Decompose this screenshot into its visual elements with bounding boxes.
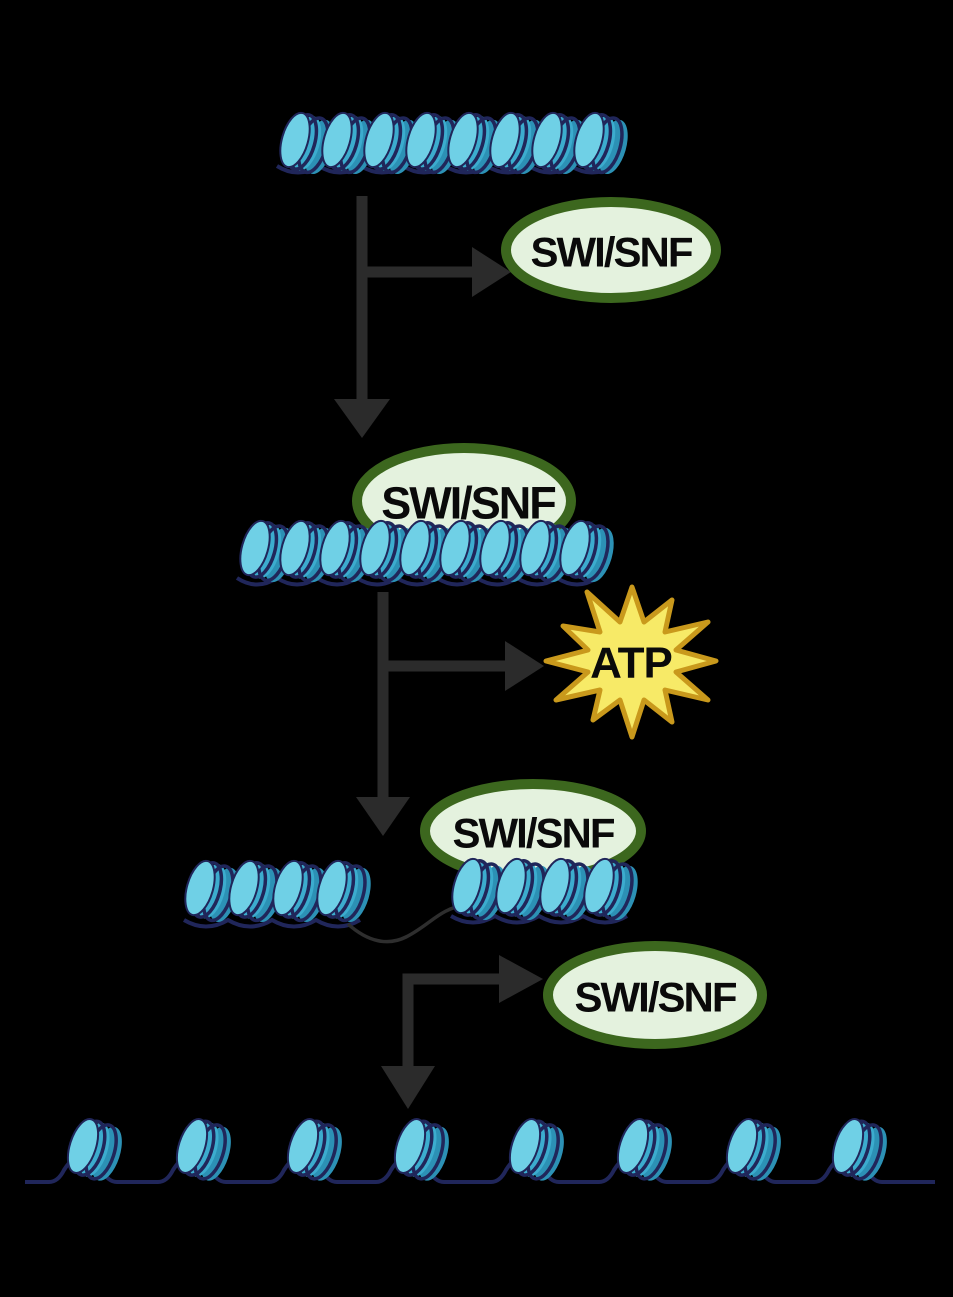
- enzyme-ellipse: [543, 941, 767, 1049]
- dna-baseline: [449, 913, 629, 925]
- dna-baseline: [182, 917, 362, 929]
- arrowhead-down-icon: [334, 399, 390, 438]
- dna-baseline: [235, 575, 599, 587]
- chromatin-row-condensed-1: [273, 107, 635, 180]
- chromatin-cluster-right: [445, 853, 645, 926]
- arrowhead-right-icon: [505, 641, 544, 691]
- atp-label: ATP: [590, 639, 672, 688]
- swisnf-badge-4: SWI/SNF: [543, 941, 767, 1049]
- arrowhead-right-icon: [472, 247, 511, 297]
- chromatin-row-condensed-2: [233, 515, 621, 588]
- swisnf-badge-1: SWI/SNF: [501, 197, 721, 303]
- enzyme-ellipse: [501, 197, 721, 303]
- swisnf-label-4: SWI/SNF: [575, 974, 737, 1021]
- arrowhead-down-icon: [381, 1066, 435, 1109]
- arrow-line-elbow: [402, 973, 500, 1068]
- arrowhead-down-icon: [356, 797, 410, 836]
- starburst-icon: [543, 584, 719, 740]
- arrow-step1: [334, 196, 511, 438]
- atp-burst: ATP: [543, 584, 719, 740]
- arrowhead-right-icon: [499, 955, 543, 1003]
- arrow-step3: [381, 955, 543, 1109]
- chromatin-cluster-left: [178, 855, 378, 929]
- swisnf-label-2: SWI/SNF: [381, 478, 555, 529]
- swisnf-label-3: SWI/SNF: [453, 810, 615, 857]
- chromatin-row-open: [25, 1113, 935, 1187]
- arrow-step2: [356, 592, 544, 836]
- linker-dna-curve: [346, 897, 506, 944]
- swisnf-label-1: SWI/SNF: [531, 229, 693, 276]
